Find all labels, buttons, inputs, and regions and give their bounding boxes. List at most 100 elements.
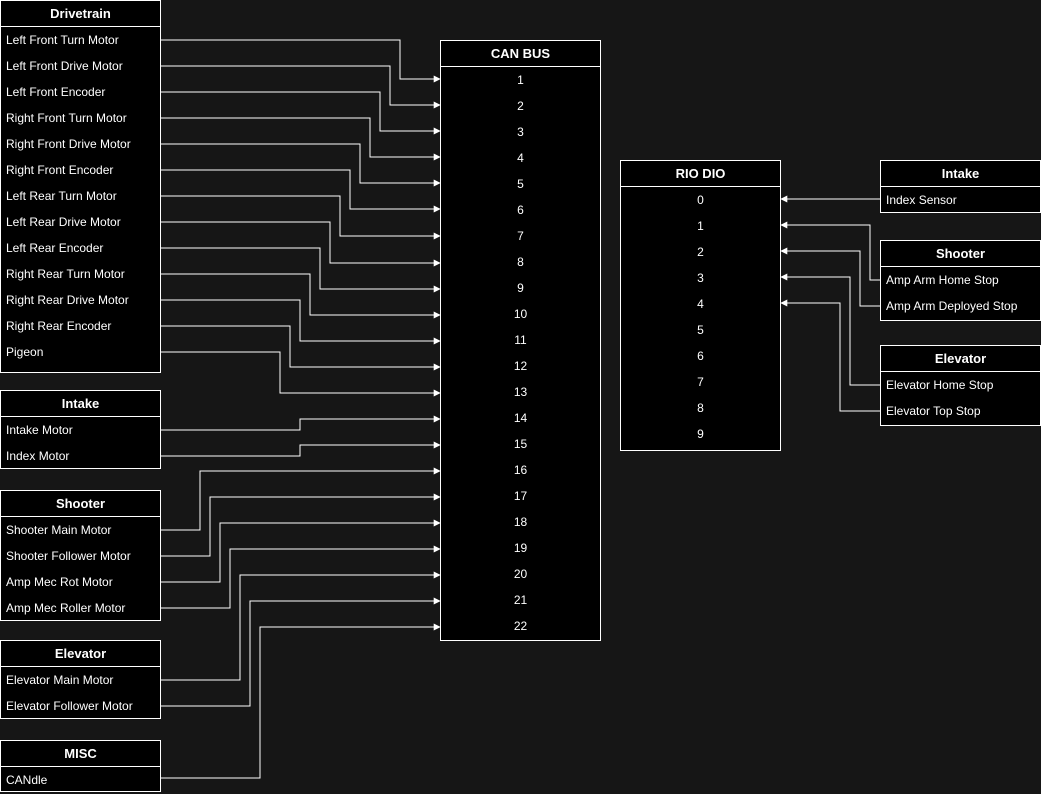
can-wire xyxy=(161,545,441,609)
dio-port-7: 7 xyxy=(697,375,704,389)
can-wire xyxy=(161,441,441,457)
can-wire xyxy=(161,247,441,293)
can-wire xyxy=(161,143,441,187)
shooter-dio-title: Shooter xyxy=(881,241,1040,267)
can-id-11: 11 xyxy=(514,333,527,347)
can-wire xyxy=(161,39,441,83)
can-id-6: 6 xyxy=(517,203,524,217)
drivetrain-title: Drivetrain xyxy=(1,1,160,27)
shooter-can-item: Amp Mec Roller Motor xyxy=(6,601,126,615)
shooter-can-item: Amp Mec Rot Motor xyxy=(6,575,113,589)
rio-dio-title: RIO DIO xyxy=(621,161,780,187)
drivetrain-item: Right Front Turn Motor xyxy=(6,111,127,125)
intake-dio-item: Index Sensor xyxy=(886,193,957,207)
intake-can-title: Intake xyxy=(1,391,160,417)
drivetrain-item: Right Rear Turn Motor xyxy=(6,267,125,281)
intake-dio-title: Intake xyxy=(881,161,1040,187)
can-id-14: 14 xyxy=(513,411,528,425)
can-wire xyxy=(161,623,441,779)
dio-port-6: 6 xyxy=(697,349,704,363)
dio-port-2: 2 xyxy=(697,245,704,259)
can-bus-title: CAN BUS xyxy=(441,41,600,67)
elevator-dio-item: Elevator Top Stop xyxy=(886,404,981,418)
dio-port-5: 5 xyxy=(697,323,704,337)
can-wire xyxy=(161,571,441,681)
shooter-can-item: Shooter Follower Motor xyxy=(6,549,131,563)
drivetrain-item: Left Front Drive Motor xyxy=(6,59,123,73)
can-id-7: 7 xyxy=(517,229,524,243)
can-wire xyxy=(161,351,441,397)
can-wire xyxy=(161,467,441,531)
drivetrain-item: Left Rear Turn Motor xyxy=(6,189,117,203)
dio-wire xyxy=(780,221,880,281)
can-id-19: 19 xyxy=(513,541,528,555)
can-wire xyxy=(161,519,441,583)
shooter-can-item: Shooter Main Motor xyxy=(6,523,112,537)
dio-wire xyxy=(780,299,880,412)
can-wire xyxy=(161,65,441,109)
intake-dio-box: Intake Index Sensor xyxy=(880,160,1041,213)
can-wire xyxy=(161,195,441,240)
misc-item: CANdle xyxy=(6,773,48,787)
elevator-can-title: Elevator xyxy=(1,641,160,667)
can-id-12: 12 xyxy=(513,359,528,373)
dio-port-4: 4 xyxy=(697,297,704,311)
rio-dio-box: RIO DIO 0 1 2 3 4 5 6 7 8 9 xyxy=(620,160,781,451)
can-wire xyxy=(161,415,441,431)
can-id-20: 20 xyxy=(513,567,528,581)
can-id-16: 16 xyxy=(513,463,528,477)
can-id-8: 8 xyxy=(517,255,524,269)
elevator-can-item: Elevator Main Motor xyxy=(6,673,114,687)
drivetrain-item: Right Front Drive Motor xyxy=(6,137,131,151)
drivetrain-item: Right Rear Drive Motor xyxy=(6,293,129,307)
can-wire xyxy=(161,597,441,707)
intake-can-item: Index Motor xyxy=(6,449,70,463)
drivetrain-item: Left Rear Encoder xyxy=(6,241,104,255)
dio-port-8: 8 xyxy=(697,401,704,415)
can-id-22: 22 xyxy=(513,619,528,633)
can-id-10: 10 xyxy=(513,307,528,321)
dio-port-3: 3 xyxy=(697,271,704,285)
drivetrain-item: Left Front Turn Motor xyxy=(6,33,119,47)
can-id-18: 18 xyxy=(513,515,528,529)
drivetrain-item: Right Front Encoder xyxy=(6,163,114,177)
can-id-5: 5 xyxy=(517,177,524,191)
shooter-dio-item: Amp Arm Deployed Stop xyxy=(886,299,1018,313)
dio-wire xyxy=(780,273,880,386)
can-id-4: 4 xyxy=(517,151,524,165)
can-wire xyxy=(161,325,441,371)
misc-box: MISC CANdle xyxy=(0,740,161,792)
dio-port-0: 0 xyxy=(697,193,704,207)
shooter-dio-item: Amp Arm Home Stop xyxy=(886,273,999,287)
drivetrain-item: Left Front Encoder xyxy=(6,85,106,99)
dio-wire xyxy=(780,247,880,307)
shooter-can-title: Shooter xyxy=(1,491,160,517)
elevator-can-item: Elevator Follower Motor xyxy=(6,699,133,713)
misc-title: MISC xyxy=(1,741,160,767)
can-id-13: 13 xyxy=(513,385,528,399)
can-id-15: 15 xyxy=(513,437,528,451)
elevator-dio-title: Elevator xyxy=(881,346,1040,372)
can-wire xyxy=(161,169,441,213)
can-wire xyxy=(161,117,441,161)
drivetrain-item: Right Rear Encoder xyxy=(6,319,112,333)
can-id-3: 3 xyxy=(517,125,524,139)
can-wire xyxy=(161,273,441,319)
can-id-17: 17 xyxy=(513,489,528,503)
can-id-9: 9 xyxy=(517,281,524,295)
dio-port-9: 9 xyxy=(697,427,704,441)
can-wire xyxy=(161,91,441,135)
elevator-dio-item: Elevator Home Stop xyxy=(886,378,994,392)
can-id-2: 2 xyxy=(517,99,524,113)
dio-port-1: 1 xyxy=(697,219,704,233)
drivetrain-item: Pigeon xyxy=(6,345,44,359)
intake-can-item: Intake Motor xyxy=(6,423,73,437)
can-wire xyxy=(161,299,441,345)
drivetrain-item: Left Rear Drive Motor xyxy=(6,215,121,229)
can-id-21: 21 xyxy=(513,593,528,607)
